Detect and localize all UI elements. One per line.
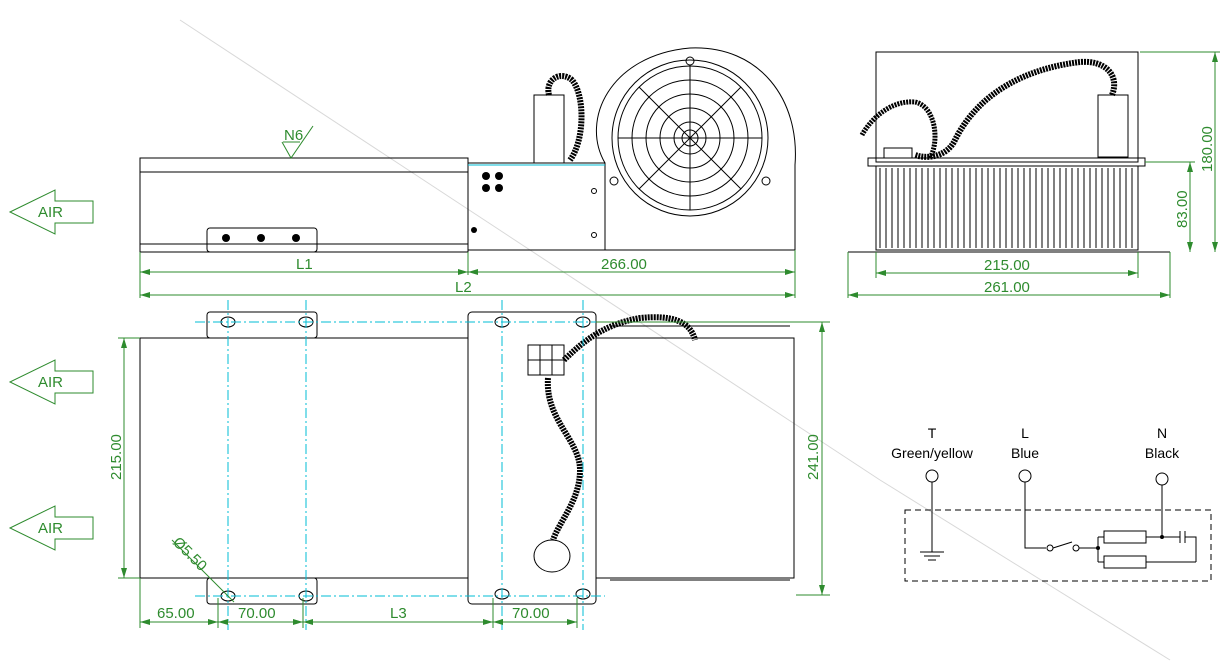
resistor-icon xyxy=(1103,555,1147,569)
dim-l1: L1 xyxy=(296,256,313,273)
top-fan-body xyxy=(595,337,795,579)
dim-fin-height: 83.00 xyxy=(1174,190,1191,228)
surface-finish-symbol xyxy=(281,125,314,159)
dim-bottom-4: 70.00 xyxy=(512,605,550,622)
hole-diameter-label: Ø5.50 xyxy=(169,534,210,575)
surface-finish-label: N6 xyxy=(284,127,303,144)
bottom-bracket xyxy=(206,577,318,605)
dim-bottom-1: 65.00 xyxy=(157,605,195,622)
terminal-t-code: T xyxy=(928,425,937,441)
terminal-l-icon xyxy=(1018,469,1032,483)
terminal-l-color: Blue xyxy=(1011,445,1039,461)
top-view: 215.00 241.00 Ø5.50 65.00 70.00 L3 70.00 xyxy=(108,300,830,630)
enclosure-box xyxy=(904,509,1212,582)
resistor-icon xyxy=(1103,530,1147,544)
capacitor xyxy=(533,94,565,164)
air-arrow-label: AIR xyxy=(38,374,63,391)
dim-bottom-3: L3 xyxy=(390,605,407,622)
air-arrow-2: AIR xyxy=(8,359,94,405)
cable xyxy=(544,377,584,542)
terminal-l-code: L xyxy=(1021,425,1029,441)
top-bracket xyxy=(206,311,318,339)
side-housing xyxy=(875,51,1139,163)
terminal-n-color: Black xyxy=(1145,445,1180,461)
air-arrow-3: AIR xyxy=(8,505,94,551)
dim-side-base: 261.00 xyxy=(984,279,1030,296)
terminal-t-icon xyxy=(925,469,939,483)
dim-bottom-2: 70.00 xyxy=(238,605,276,622)
terminal-t-color: Green/yellow xyxy=(891,445,974,461)
side-view: 215.00 261.00 83.00 180.00 xyxy=(847,51,1220,298)
front-dimensions: L1 266.00 L2 xyxy=(139,250,796,298)
thermostat-switch-icon xyxy=(1046,541,1080,552)
grommet xyxy=(533,539,571,573)
dim-l2: L2 xyxy=(455,279,472,296)
terminal-n-code: N xyxy=(1157,425,1167,441)
air-arrow-label: AIR xyxy=(38,204,63,221)
side-dimensions: 215.00 261.00 83.00 180.00 xyxy=(847,51,1220,298)
section-lines xyxy=(179,19,1171,661)
mounting-bracket xyxy=(206,227,318,253)
terminal-n-icon xyxy=(1155,472,1169,486)
front-view: N6 L1 266.00 L2 xyxy=(139,47,796,298)
wiring-schematic: T Green/yellow L Blue N Black xyxy=(891,425,1212,582)
dim-fan-length: 266.00 xyxy=(601,256,647,273)
dim-side-width: 215.00 xyxy=(984,257,1030,274)
top-fan-plate xyxy=(467,311,597,605)
air-arrow-label: AIR xyxy=(38,520,63,537)
heatsink-fins xyxy=(875,165,1139,251)
side-capacitor xyxy=(1097,94,1129,158)
ground-icon xyxy=(920,551,944,561)
fan-volute xyxy=(596,47,796,251)
air-arrow-1: AIR xyxy=(8,189,94,235)
capacitor-icon xyxy=(1179,531,1186,543)
fan-guard-icon xyxy=(609,56,771,217)
dim-top-depth: 241.00 xyxy=(805,434,822,480)
dim-total-height: 180.00 xyxy=(1199,126,1216,172)
dim-top-width: 215.00 xyxy=(108,434,125,480)
